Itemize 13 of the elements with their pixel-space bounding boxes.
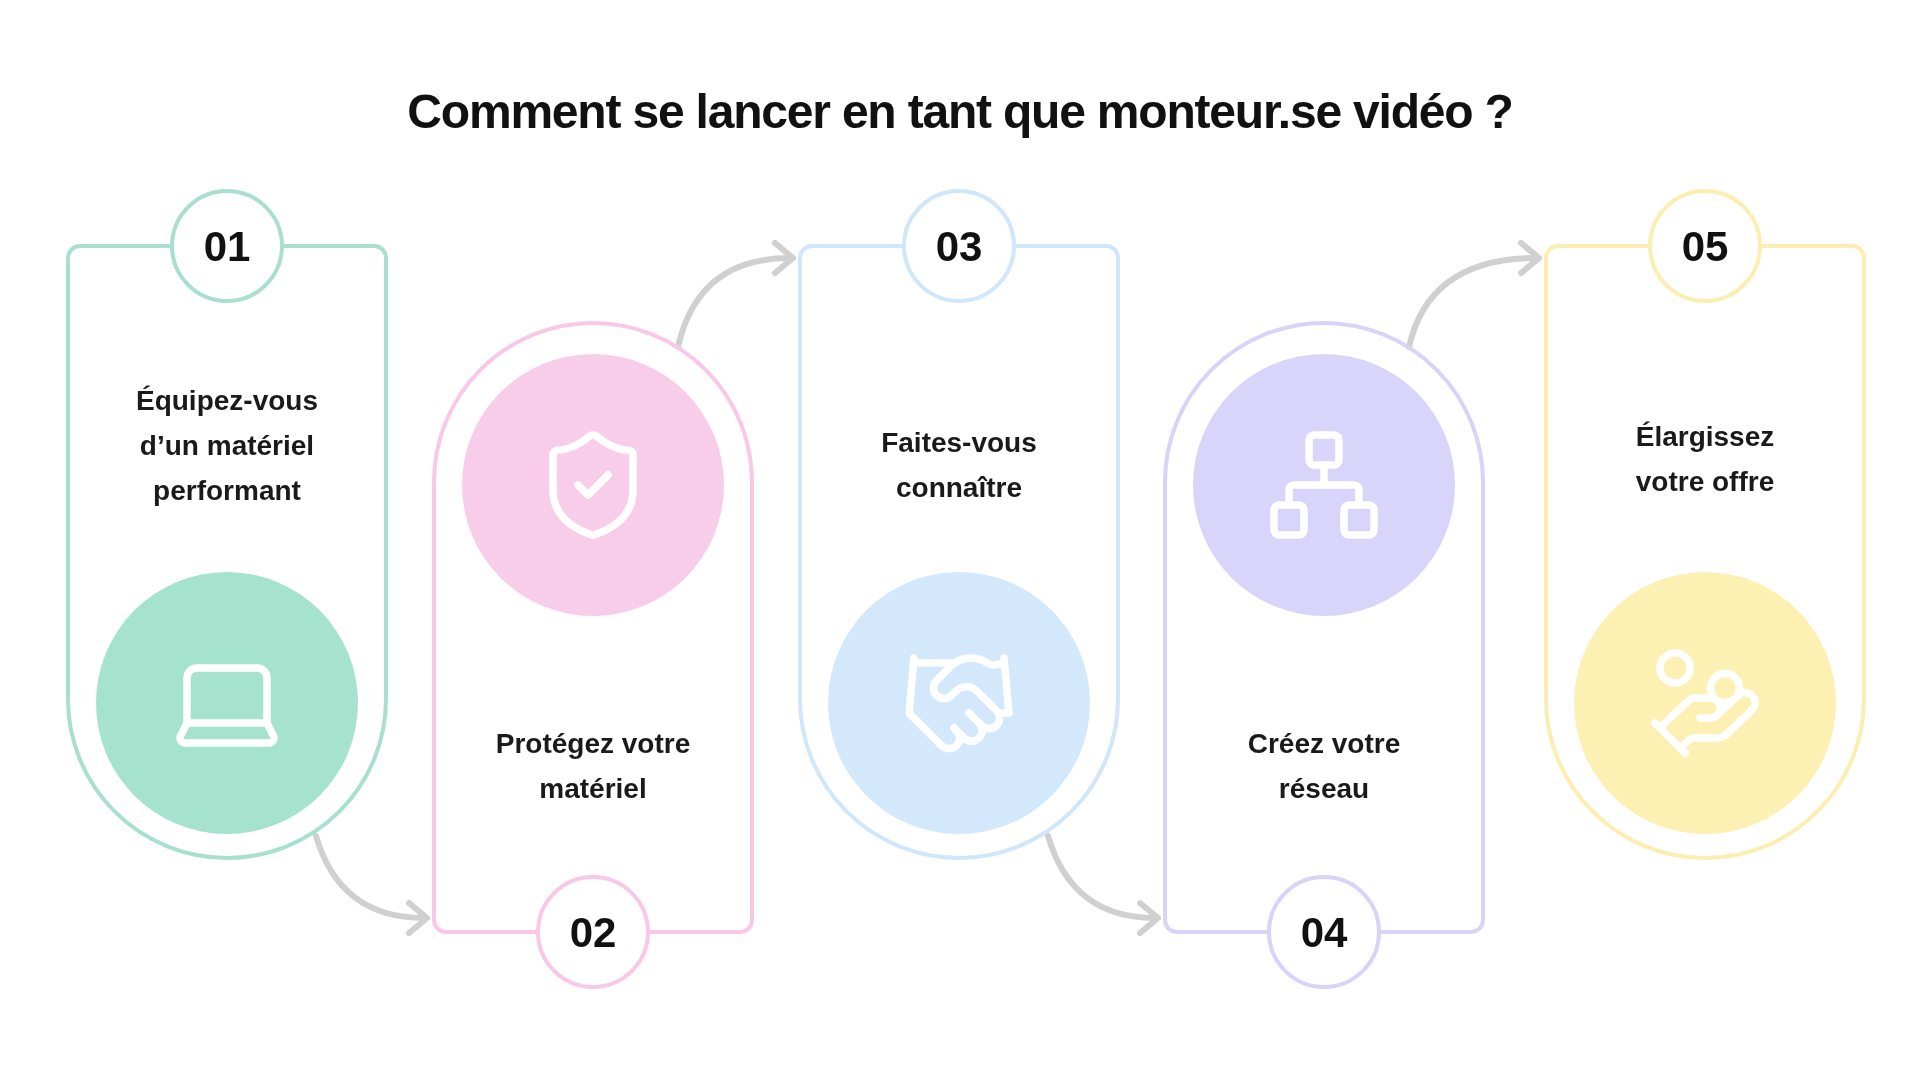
step-text: Protégez votre matériel bbox=[494, 727, 692, 806]
step-number-badge: 03 bbox=[902, 189, 1016, 303]
step-number-badge: 04 bbox=[1267, 875, 1381, 989]
step-number-badge: 02 bbox=[536, 875, 650, 989]
step-text: Créez votre réseau bbox=[1246, 727, 1402, 806]
step-number-badge: 01 bbox=[170, 189, 284, 303]
curved-arrow bbox=[313, 833, 430, 936]
step-text: Élargissez votre offre bbox=[1634, 420, 1776, 499]
title: Comment se lancer en tant que monteur.se vidéo ? bbox=[406, 84, 1514, 140]
step-text: Faites-vous connaître bbox=[880, 426, 1038, 505]
curved-arrow bbox=[1045, 833, 1161, 936]
step-text: Équipez-vous d’un matériel performant bbox=[135, 384, 319, 508]
step-number-badge: 05 bbox=[1648, 189, 1762, 303]
